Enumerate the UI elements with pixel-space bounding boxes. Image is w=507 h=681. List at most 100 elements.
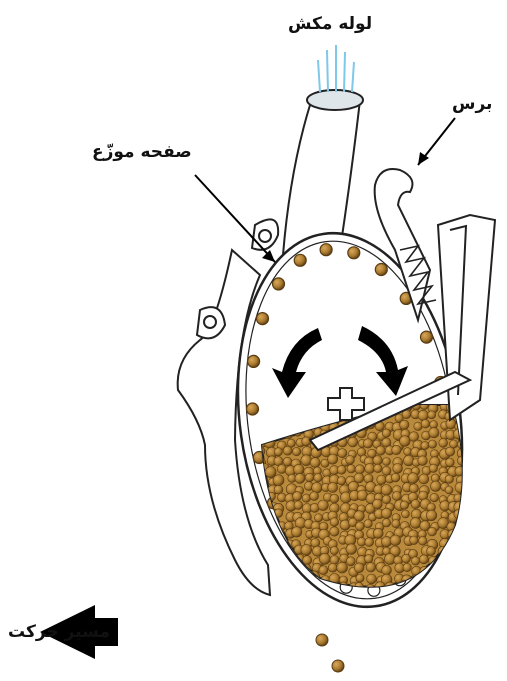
hopper-seed xyxy=(411,557,419,565)
hopper-seed xyxy=(364,520,372,528)
hopper-seed xyxy=(330,555,339,564)
hopper-seed xyxy=(363,439,372,448)
seed-in-hole xyxy=(421,331,433,343)
hopper-seed xyxy=(373,456,382,465)
hopper-seed xyxy=(421,585,431,595)
hopper-seed xyxy=(282,571,292,581)
hopper-seed xyxy=(383,458,391,466)
hopper-seed xyxy=(273,475,284,486)
hopper-seed xyxy=(421,420,430,429)
hopper-seed xyxy=(463,455,474,466)
hopper-seed xyxy=(410,536,419,545)
hopper-seed xyxy=(458,537,466,545)
hopper-seed xyxy=(330,494,339,503)
hopper-seed xyxy=(455,466,465,476)
hopper-seed xyxy=(318,500,329,511)
seed-in-hole xyxy=(248,355,260,367)
hopper-seed xyxy=(391,473,400,482)
hopper-seed xyxy=(294,501,303,510)
hopper-seed xyxy=(458,529,468,539)
hopper-seed xyxy=(438,575,448,585)
hopper-seed xyxy=(274,485,283,494)
hopper-seed xyxy=(277,572,288,583)
hopper-seed xyxy=(430,493,439,502)
hopper-seed xyxy=(448,535,457,544)
seed-in-hole xyxy=(257,313,269,325)
hopper-seed xyxy=(265,467,276,478)
hopper-seed xyxy=(430,594,438,602)
hopper-seed xyxy=(374,464,382,472)
hopper-seed xyxy=(455,590,464,599)
hopper-seed xyxy=(328,454,338,464)
hopper-seed xyxy=(421,442,429,450)
hopper-seed xyxy=(455,482,466,493)
hopper-seed xyxy=(293,593,302,602)
hopper-seed xyxy=(400,420,409,429)
hopper-seed xyxy=(419,555,428,564)
hopper-seed xyxy=(464,564,474,574)
hopper-seed xyxy=(465,556,474,565)
hopper-seed xyxy=(400,501,408,509)
hopper-seed xyxy=(467,474,476,483)
seed-in-hole xyxy=(375,264,387,276)
hopper-seed xyxy=(466,430,476,440)
hopper-seed xyxy=(346,557,355,566)
hopper-seed xyxy=(274,448,282,456)
hopper-seed xyxy=(431,481,441,491)
hopper-seed xyxy=(381,508,391,518)
hopper-seed xyxy=(392,520,400,528)
hopper-seed xyxy=(348,437,358,447)
hopper-seed xyxy=(367,574,377,584)
hopper-seed xyxy=(274,584,284,594)
suction-pipe xyxy=(283,90,363,255)
hopper-seed xyxy=(464,494,472,502)
hopper-seed xyxy=(273,565,284,576)
hopper-seed xyxy=(292,447,300,455)
hopper-seed xyxy=(410,518,421,529)
hopper-seed xyxy=(403,563,411,571)
hopper-seed xyxy=(440,558,450,568)
hopper-seed xyxy=(347,465,355,473)
hopper-seed xyxy=(382,495,391,504)
hopper-seed xyxy=(354,473,364,483)
hopper-seed xyxy=(418,537,427,546)
hopper-seed xyxy=(409,592,420,603)
hopper-seed xyxy=(382,519,390,527)
hopper-seed xyxy=(376,446,385,455)
hopper-seed xyxy=(337,465,346,474)
hopper-seed xyxy=(356,574,364,582)
hopper-seed xyxy=(304,589,315,600)
hopper-seed xyxy=(319,566,328,575)
hopper-seed xyxy=(256,527,265,536)
hopper-seed xyxy=(283,583,294,594)
hopper-seed xyxy=(421,591,431,601)
hopper-seed xyxy=(456,547,465,556)
hopper-seed xyxy=(319,553,330,564)
hopper-seed xyxy=(445,572,455,582)
hopper-seed xyxy=(447,585,455,593)
hopper-seed xyxy=(453,573,463,583)
hopper-seed xyxy=(346,544,357,555)
hopper-seed xyxy=(427,576,436,585)
hopper-seed xyxy=(445,486,453,494)
hopper-seed xyxy=(467,581,477,591)
hopper-seed xyxy=(439,439,448,448)
hopper-seed xyxy=(429,464,437,472)
hopper-seed xyxy=(446,545,454,553)
hopper-seed xyxy=(446,590,457,601)
hopper-seed xyxy=(408,473,419,484)
hopper-seed xyxy=(356,522,365,531)
hopper-seed xyxy=(273,593,284,604)
hopper-seed xyxy=(445,475,453,483)
hopper-seed xyxy=(346,456,355,465)
hopper-seed xyxy=(427,547,436,556)
hopper-seed xyxy=(464,447,474,457)
hopper-seed xyxy=(382,466,391,475)
hopper-seed xyxy=(283,446,292,455)
hopper-seed xyxy=(411,500,420,509)
hopper-seed xyxy=(301,455,312,466)
hopper-seed xyxy=(328,483,338,493)
hopper-seed xyxy=(283,589,294,600)
hopper-seed xyxy=(465,410,476,421)
hopper-seed xyxy=(283,457,292,466)
